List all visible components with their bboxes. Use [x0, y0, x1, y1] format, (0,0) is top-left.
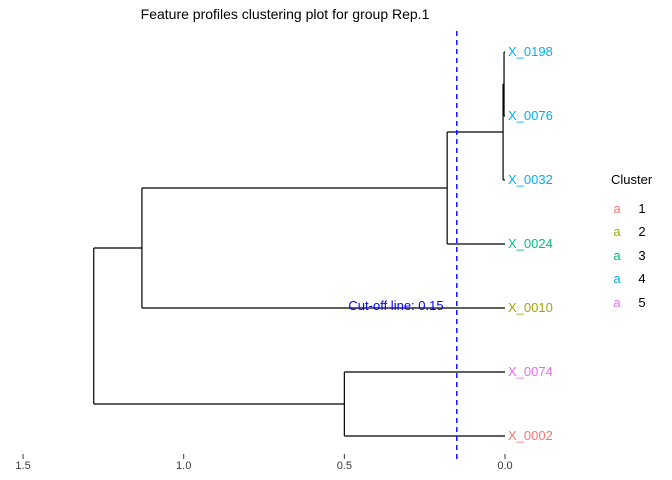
- legend-entry-label: 3: [638, 247, 646, 263]
- cutoff-line-label: Cut-off line: 0.15: [348, 298, 444, 313]
- legend-key-glyph: a: [613, 294, 621, 310]
- legend-key-glyph: a: [613, 224, 621, 239]
- x-axis-tick-label: 0.5: [336, 460, 352, 472]
- legend-entry-label: 1: [638, 200, 646, 216]
- leaf-label-X_0002: X_0002: [508, 428, 553, 443]
- legend-entry-label: 4: [638, 271, 646, 286]
- legend-entry-label: 5: [638, 294, 646, 310]
- x-axis-tick-label: 1.0: [176, 460, 192, 472]
- leaf-label-X_0198: X_0198: [508, 44, 553, 59]
- legend-key-glyph: a: [613, 247, 621, 263]
- x-axis-tick-label: 0.0: [497, 460, 513, 472]
- plot-title: Feature profiles clustering plot for gro…: [140, 6, 430, 22]
- legend-title: Cluster: [611, 172, 653, 187]
- leaf-label-X_0010: X_0010: [508, 300, 553, 315]
- legend-entry-label: 2: [638, 224, 646, 239]
- leaf-label-X_0074: X_0074: [508, 364, 553, 379]
- leaf-label-X_0076: X_0076: [508, 108, 553, 123]
- legend-key-glyph: a: [613, 271, 621, 286]
- leaf-label-X_0032: X_0032: [508, 172, 553, 187]
- leaf-label-X_0024: X_0024: [508, 236, 553, 251]
- legend-key-glyph: a: [613, 200, 621, 216]
- x-axis-tick-label: 1.5: [15, 460, 31, 472]
